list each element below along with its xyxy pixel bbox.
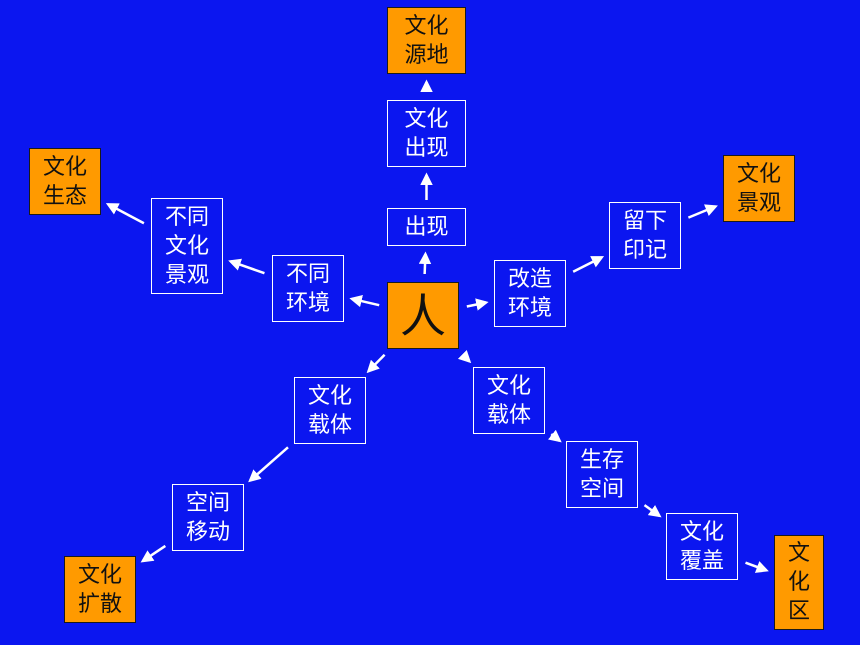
arrow-living_space-to-culture_cover <box>643 504 662 518</box>
node-leave-mark: 留下 印记 <box>609 202 681 269</box>
arrow-center-to-carrier_left <box>366 353 386 374</box>
node-culture-ecology: 文化 生态 <box>29 148 101 215</box>
arrow-carrier_left-to-space_move <box>248 446 289 483</box>
node-culture-carrier-left: 文化 载体 <box>294 377 366 444</box>
node-culture-coverage: 文化 覆盖 <box>666 513 738 580</box>
node-culture-region: 文 化 区 <box>774 535 824 630</box>
node-culture-appear: 文化 出现 <box>387 100 466 167</box>
arrow-diff_env-to-diff_landscape <box>228 258 265 275</box>
node-appear: 出现 <box>387 208 466 246</box>
node-culture-landscape: 文化 景观 <box>723 155 795 222</box>
arrow-center-to-diff_env <box>349 294 380 308</box>
node-different-landscape: 不同 文化 景观 <box>151 198 223 294</box>
arrow-transform_env-to-leave_mark <box>572 256 605 273</box>
arrow-diff_landscape-to-culture_ecology <box>105 203 145 225</box>
node-space-movement: 空间 移动 <box>172 484 244 551</box>
node-living-space: 生存 空间 <box>566 441 638 508</box>
arrow-space_move-to-culture_diffusion <box>140 544 167 563</box>
arrow-center-to-transform_env <box>466 298 489 311</box>
node-culture-carrier-right: 文化 载体 <box>473 367 545 434</box>
arrow-center-to-appear <box>418 251 432 275</box>
arrow-carrier_right-to-living_space <box>548 429 562 443</box>
arrow-center-to-carrier_right <box>457 349 472 364</box>
node-person: 人 <box>387 282 459 349</box>
node-culture-origin: 文化 源地 <box>387 7 466 74</box>
arrow-leave_mark-to-culture_landscape_result <box>687 204 718 219</box>
node-culture-diffusion: 文化 扩散 <box>64 556 136 623</box>
arrow-culture_cover-to-culture_region <box>745 561 769 573</box>
node-different-environment: 不同 环境 <box>272 255 344 322</box>
node-transform-environment: 改造 环境 <box>494 260 566 327</box>
